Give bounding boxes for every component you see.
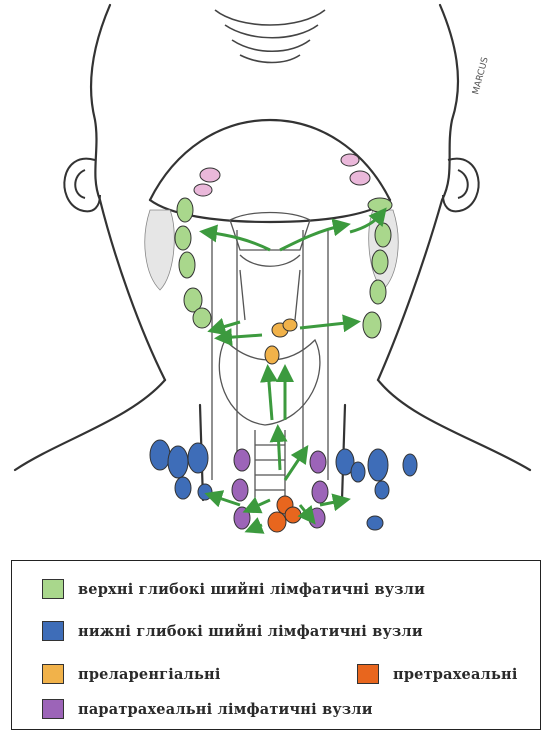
jaw-lines <box>215 10 325 63</box>
legend-item-prelaryngeal: преларенгіальні <box>42 664 221 684</box>
pretracheal-nodes <box>268 496 301 532</box>
legend-swatch <box>42 699 64 719</box>
legend-swatch <box>357 664 379 684</box>
legend-label: нижні глибокі шийні лімфатичні вузли <box>78 623 423 640</box>
legend-item-lower-deep-cervical: нижні глибокі шийні лімфатичні вузли <box>42 621 423 641</box>
legend-item-upper-deep-cervical: верхні глибокі шийні лімфатичні вузли <box>42 579 425 599</box>
legend-item-paratracheal: паратрахеальні лімфатичні вузли <box>42 699 373 719</box>
neck-outline <box>15 5 530 500</box>
legend-label: претрахеальні <box>393 666 518 683</box>
legend: верхні глибокі шийні лімфатичні вузли ни… <box>11 560 541 730</box>
legend-swatch <box>42 579 64 599</box>
legend-swatch <box>42 664 64 684</box>
prelaryngeal-nodes <box>265 319 297 364</box>
legend-label: верхні глибокі шийні лімфатичні вузли <box>78 581 425 598</box>
neck-lymph-node-illustration: MARCUS <box>0 0 543 545</box>
legend-item-pretracheal: претрахеальні <box>357 664 518 684</box>
artist-signature: MARCUS <box>471 56 491 96</box>
legend-label: преларенгіальні <box>78 666 221 683</box>
legend-label: паратрахеальні лімфатичні вузли <box>78 701 373 718</box>
legend-swatch <box>42 621 64 641</box>
submandibular-nodes <box>194 154 370 196</box>
